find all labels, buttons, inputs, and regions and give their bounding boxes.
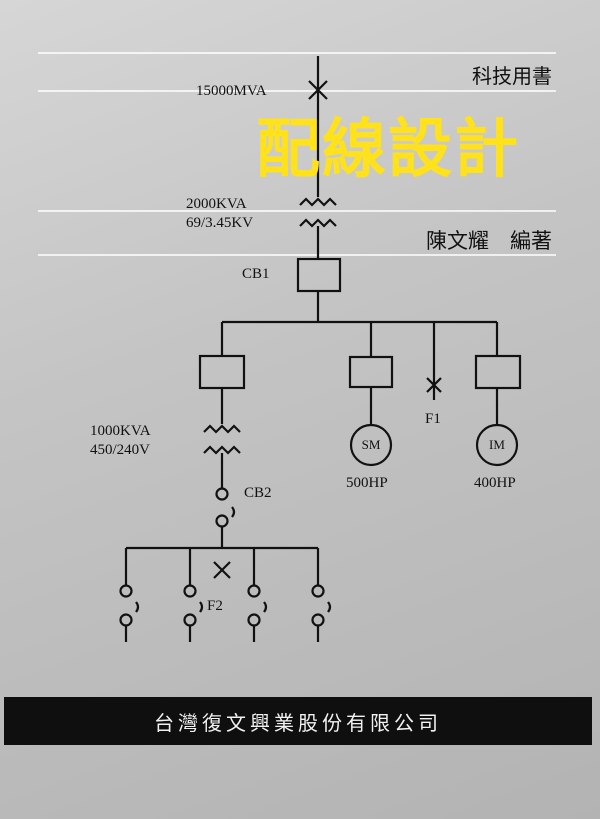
main-transformer-primary — [299, 197, 337, 207]
branch-breaker-im — [474, 354, 522, 390]
source-fault-symbol — [308, 80, 328, 100]
branch-breaker-sm — [348, 355, 394, 389]
publisher-name: 台灣復文興業股份有限公司 — [154, 710, 442, 735]
feeder-4 — [311, 548, 332, 642]
sm-symbol-label: SM — [361, 437, 381, 452]
branch-transformer-primary — [203, 424, 241, 434]
book-title: 配線設計 — [256, 113, 520, 187]
sm-power-label: 500HP — [346, 475, 388, 491]
main-transformer-rating-label: 2000KVA — [186, 196, 247, 212]
feeder-3 — [247, 548, 268, 642]
source-rating-label: 15000MVA — [196, 83, 267, 99]
induction-motor — [475, 423, 519, 467]
branch-transformer-voltage-label: 450/240V — [90, 442, 150, 458]
im-power-label: 400HP — [474, 475, 516, 491]
branch-transformer-rating-label: 1000KVA — [90, 423, 151, 439]
branch-breaker-left — [198, 354, 246, 390]
feeder-1 — [119, 548, 140, 642]
decorative-rules — [38, 52, 556, 256]
main-transformer-voltage-label: 69/3.45KV — [186, 215, 254, 231]
feeder-2 — [183, 548, 204, 642]
cb1-label: CB1 — [242, 266, 270, 282]
fuse-f2-symbol — [213, 561, 231, 579]
im-symbol-label: IM — [489, 437, 505, 452]
publisher-bar: 台灣復文興業股份有限公司 — [4, 697, 592, 745]
series-label: 科技用書 — [472, 64, 552, 88]
cb2-label: CB2 — [244, 485, 272, 501]
cb2-arc — [231, 506, 236, 518]
main-transformer-secondary — [299, 218, 337, 228]
fuse-f2-label: F2 — [207, 598, 223, 614]
author-line: 陳文耀 編著 — [426, 229, 552, 253]
synchronous-motor — [349, 423, 393, 467]
fuse-f1-label: F1 — [425, 411, 441, 427]
branch-transformer-secondary — [203, 445, 241, 455]
fuse-f1-symbol — [426, 377, 442, 393]
cb2-contact-bottom — [215, 514, 229, 528]
cb2-contact-top — [215, 487, 229, 501]
breaker-cb1 — [296, 257, 342, 293]
